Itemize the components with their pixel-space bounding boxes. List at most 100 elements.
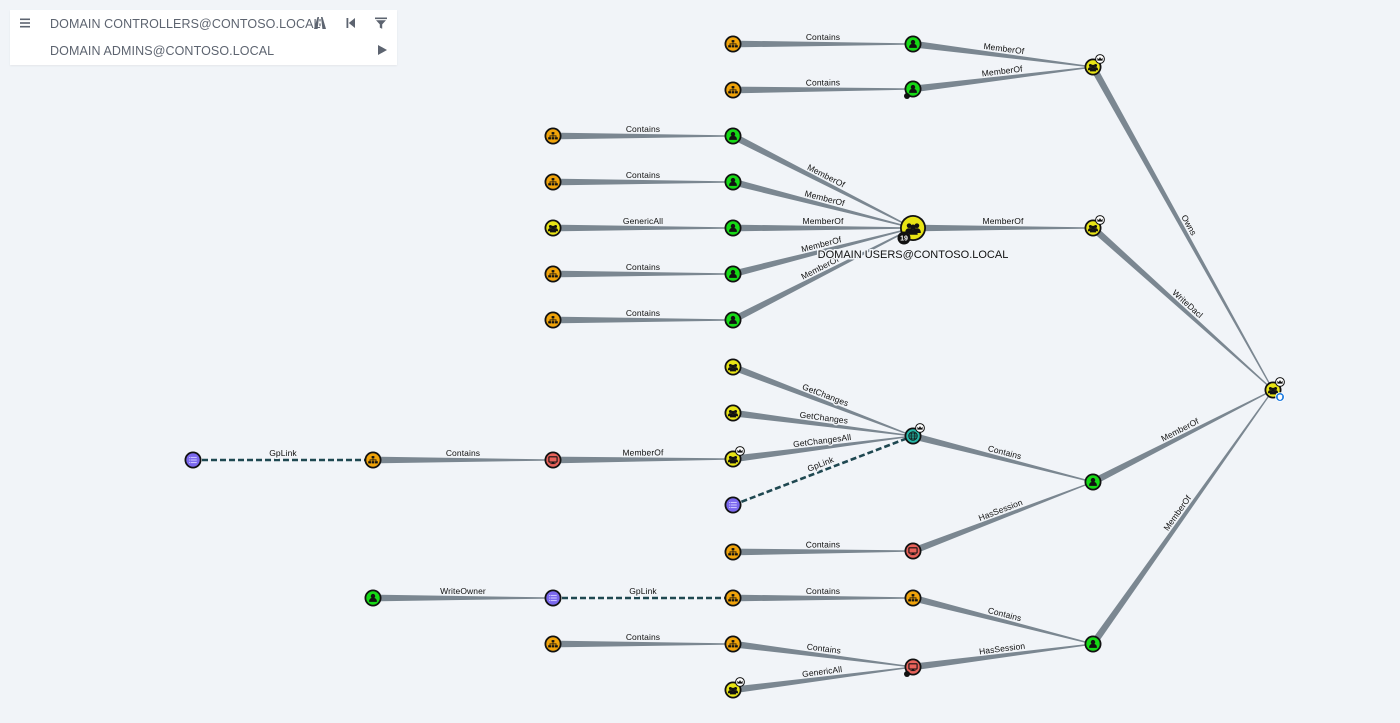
- node-user-u4[interactable]: [724, 173, 742, 191]
- node-ou-ou12[interactable]: [724, 589, 742, 607]
- edge-memberof-13[interactable]: [731, 227, 914, 324]
- node-computer-c3[interactable]: [904, 658, 922, 678]
- node-group-g_mid[interactable]: [1084, 215, 1105, 237]
- node-user-u_r1[interactable]: [1084, 473, 1102, 491]
- node-ou-ou6[interactable]: [544, 265, 562, 283]
- node-ou-ou13[interactable]: [904, 589, 922, 607]
- edge-contains-30[interactable]: [733, 594, 913, 602]
- node-user-u3[interactable]: [724, 127, 742, 145]
- edge-contains-21[interactable]: [912, 432, 1094, 483]
- edge-memberof-3[interactable]: [912, 66, 1094, 93]
- edge-contains-4[interactable]: [553, 132, 733, 140]
- edge-memberof-12[interactable]: [732, 227, 914, 278]
- edge-getchangesall-19[interactable]: [732, 435, 914, 463]
- skip-back-icon[interactable]: [343, 15, 359, 31]
- edge-label: MemberOf: [983, 216, 1024, 226]
- node-ou-ou3[interactable]: [544, 127, 562, 145]
- node-group-g16[interactable]: [724, 677, 745, 699]
- edge-memberof-14[interactable]: [913, 224, 1093, 232]
- target-node-input[interactable]: DOMAIN ADMINS@CONTOSO.LOCAL: [50, 44, 275, 58]
- node-user-u1[interactable]: [904, 35, 922, 53]
- edge-writedacl-16[interactable]: [1090, 225, 1274, 391]
- node-ou-ou1[interactable]: [724, 35, 742, 53]
- edge-contains-35[interactable]: [732, 640, 914, 668]
- edge-contains-25[interactable]: [373, 456, 553, 464]
- hamburger-menu-icon[interactable]: [18, 15, 34, 31]
- edge-genericall-36[interactable]: [732, 666, 914, 694]
- crown-icon: [735, 677, 745, 687]
- edge-memberof-11[interactable]: [733, 224, 913, 232]
- start-node-row: DOMAIN CONTROLLERS@CONTOSO.LOCAL: [10, 10, 397, 37]
- edge-label: Contains: [806, 539, 840, 549]
- road-icon[interactable]: [312, 15, 328, 31]
- edge-memberof-33[interactable]: [1090, 389, 1274, 646]
- edge-gplink-20[interactable]: [732, 434, 914, 507]
- edge-contains-31[interactable]: [912, 594, 1094, 645]
- node-fill: [546, 453, 560, 467]
- node-user-u2[interactable]: [904, 80, 922, 100]
- node-group-g5[interactable]: [544, 219, 562, 237]
- crown-icon: [1095, 54, 1105, 64]
- edge-contains-5[interactable]: [553, 178, 733, 186]
- edge-hassession-32[interactable]: [912, 643, 1094, 671]
- node-ou-ou15[interactable]: [724, 635, 742, 653]
- node-domain-dom[interactable]: [904, 423, 925, 445]
- edge-getchanges-18[interactable]: [732, 409, 914, 437]
- node-computer-c2[interactable]: [904, 542, 922, 560]
- edge-label: Contains: [626, 632, 660, 642]
- edge-getchanges-17[interactable]: [731, 363, 914, 437]
- node-user-u12[interactable]: [364, 589, 382, 607]
- edge-memberof-9[interactable]: [731, 132, 914, 229]
- edge-owns-15[interactable]: [1090, 65, 1274, 391]
- node-ou-ou10[interactable]: [364, 451, 382, 469]
- edge-contains-2[interactable]: [732, 86, 914, 94]
- node-user-u5[interactable]: [724, 219, 742, 237]
- start-node-input[interactable]: DOMAIN CONTROLLERS@CONTOSO.LOCAL: [50, 17, 321, 31]
- edge-label: WriteOwner: [440, 586, 486, 596]
- crown-icon: [735, 446, 745, 456]
- member-count-text: 19: [900, 236, 908, 243]
- edge-label: GenericAll: [623, 216, 663, 226]
- node-ou-ou7[interactable]: [544, 311, 562, 329]
- node-user-u6[interactable]: [724, 265, 742, 283]
- node-user-u_r2[interactable]: [1084, 635, 1102, 653]
- session-dot-icon: [904, 671, 910, 677]
- edge-contains-27[interactable]: [732, 548, 914, 556]
- node-group-da[interactable]: [1264, 377, 1285, 402]
- node-ou-ou14[interactable]: [544, 635, 562, 653]
- edge-writeowner-28[interactable]: [373, 594, 553, 602]
- edge-contains-8[interactable]: [553, 316, 733, 324]
- edge-hassession-22[interactable]: [911, 481, 1094, 555]
- edge-memberof-23[interactable]: [1091, 389, 1274, 486]
- edge-genericall-6[interactable]: [553, 224, 733, 232]
- node-group-g_top[interactable]: [1084, 54, 1105, 76]
- edge-memberof-26[interactable]: [552, 456, 734, 464]
- edge-label: Contains: [626, 262, 660, 272]
- edge-contains-34[interactable]: [553, 640, 733, 648]
- play-icon[interactable]: [374, 42, 390, 58]
- node-group-g9[interactable]: [724, 404, 742, 422]
- filter-icon[interactable]: [373, 15, 389, 31]
- node-gpo-gpo3[interactable]: [544, 589, 562, 607]
- member-count-badge: [897, 231, 911, 245]
- crown-icon: [915, 423, 925, 433]
- edge-memberof-1[interactable]: [912, 40, 1094, 68]
- node-user-u7[interactable]: [724, 311, 742, 329]
- node-group-g8[interactable]: [724, 358, 742, 376]
- node-ou-ou2[interactable]: [724, 81, 742, 99]
- node-gpo-gpo1[interactable]: [184, 451, 202, 469]
- edge-contains-0[interactable]: [733, 40, 913, 48]
- node-computer-c1[interactable]: [544, 451, 562, 469]
- search-panel: DOMAIN CONTROLLERS@CONTOSO.LOCAL DOMAIN …: [10, 10, 397, 65]
- node-group-g10[interactable]: [724, 446, 745, 468]
- node-ou-ou11[interactable]: [724, 543, 742, 561]
- edge-label: Contains: [626, 170, 660, 180]
- edge-contains-7[interactable]: [553, 270, 733, 278]
- node-ou-ou4[interactable]: [544, 173, 562, 191]
- node-gpo-gpo2[interactable]: [724, 496, 742, 514]
- edge-label: MemberOf: [622, 447, 664, 457]
- edge-memberof-10[interactable]: [732, 178, 914, 229]
